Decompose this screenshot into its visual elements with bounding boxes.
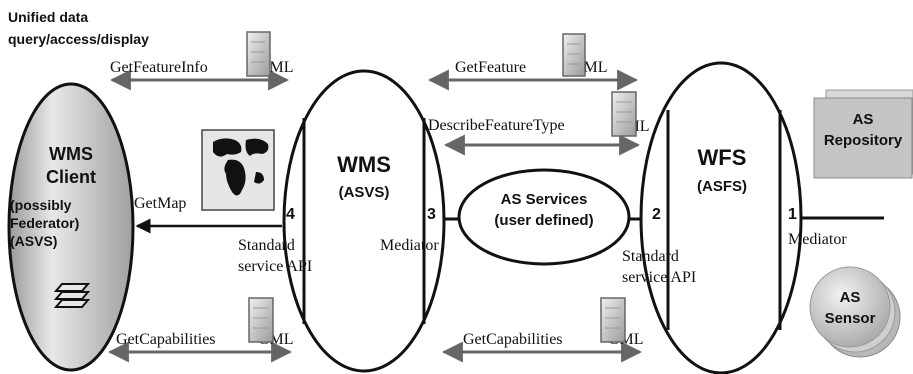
label-standard-left-1: Standard [238, 237, 295, 254]
label-standard-right-2: service API [622, 269, 696, 286]
port-4: 4 [286, 206, 295, 223]
as-sensor-line1: AS [840, 289, 861, 306]
label-get-feature-info: GetFeatureInfo [110, 59, 208, 76]
wfs-sub: (ASFS) [697, 178, 747, 195]
layers-icon [53, 283, 91, 308]
label-standard-right-1: Standard [622, 248, 679, 265]
port-1: 1 [788, 206, 797, 223]
as-services-ellipse [457, 168, 631, 266]
port-3: 3 [427, 206, 436, 223]
wfs-title: WFS [698, 145, 747, 170]
label-get-capabilities-left: GetCapabilities [116, 331, 216, 348]
label-get-map: GetMap [134, 195, 186, 212]
document-icon [611, 91, 637, 137]
header-line2: query/access/display [8, 31, 149, 47]
as-sensor-line2: Sensor [825, 310, 876, 327]
wms-title: WMS [337, 152, 391, 177]
label-standard-left-2: service API [238, 258, 312, 275]
wms-sub: (ASVS) [339, 184, 390, 201]
wms-ellipse [282, 69, 446, 373]
label-mediator-right: Mediator [788, 231, 847, 248]
document-icon [562, 33, 586, 77]
as-repository-line2: Repository [824, 132, 903, 149]
world-map-icon [201, 129, 275, 211]
as-repository-line1: AS [853, 111, 874, 128]
port-2: 2 [652, 206, 661, 223]
wms-client-ellipse [7, 82, 135, 372]
wms-client-sub1: (possibly [10, 197, 72, 213]
label-describe-feature-type: DescribeFeatureType [428, 117, 565, 134]
document-icon [600, 297, 626, 343]
database-icon [813, 89, 913, 179]
label-get-capabilities-right: GetCapabilities [463, 331, 563, 348]
document-icon [246, 31, 271, 77]
label-get-feature: GetFeature [455, 59, 526, 76]
document-icon [248, 297, 274, 343]
wms-client-title: WMS [49, 144, 93, 164]
wms-client-sub3: (ASVS) [10, 233, 57, 249]
label-mediator-left: Mediator [380, 237, 439, 254]
wms-client-sub2: Federator) [10, 215, 79, 231]
as-services-line2: (user defined) [494, 212, 593, 229]
header-line1: Unified data [8, 9, 88, 25]
wms-client-title2: Client [46, 167, 96, 187]
sensor-icon [809, 266, 901, 358]
as-services-line1: AS Services [501, 191, 588, 208]
wfs-ellipse [639, 61, 803, 374]
